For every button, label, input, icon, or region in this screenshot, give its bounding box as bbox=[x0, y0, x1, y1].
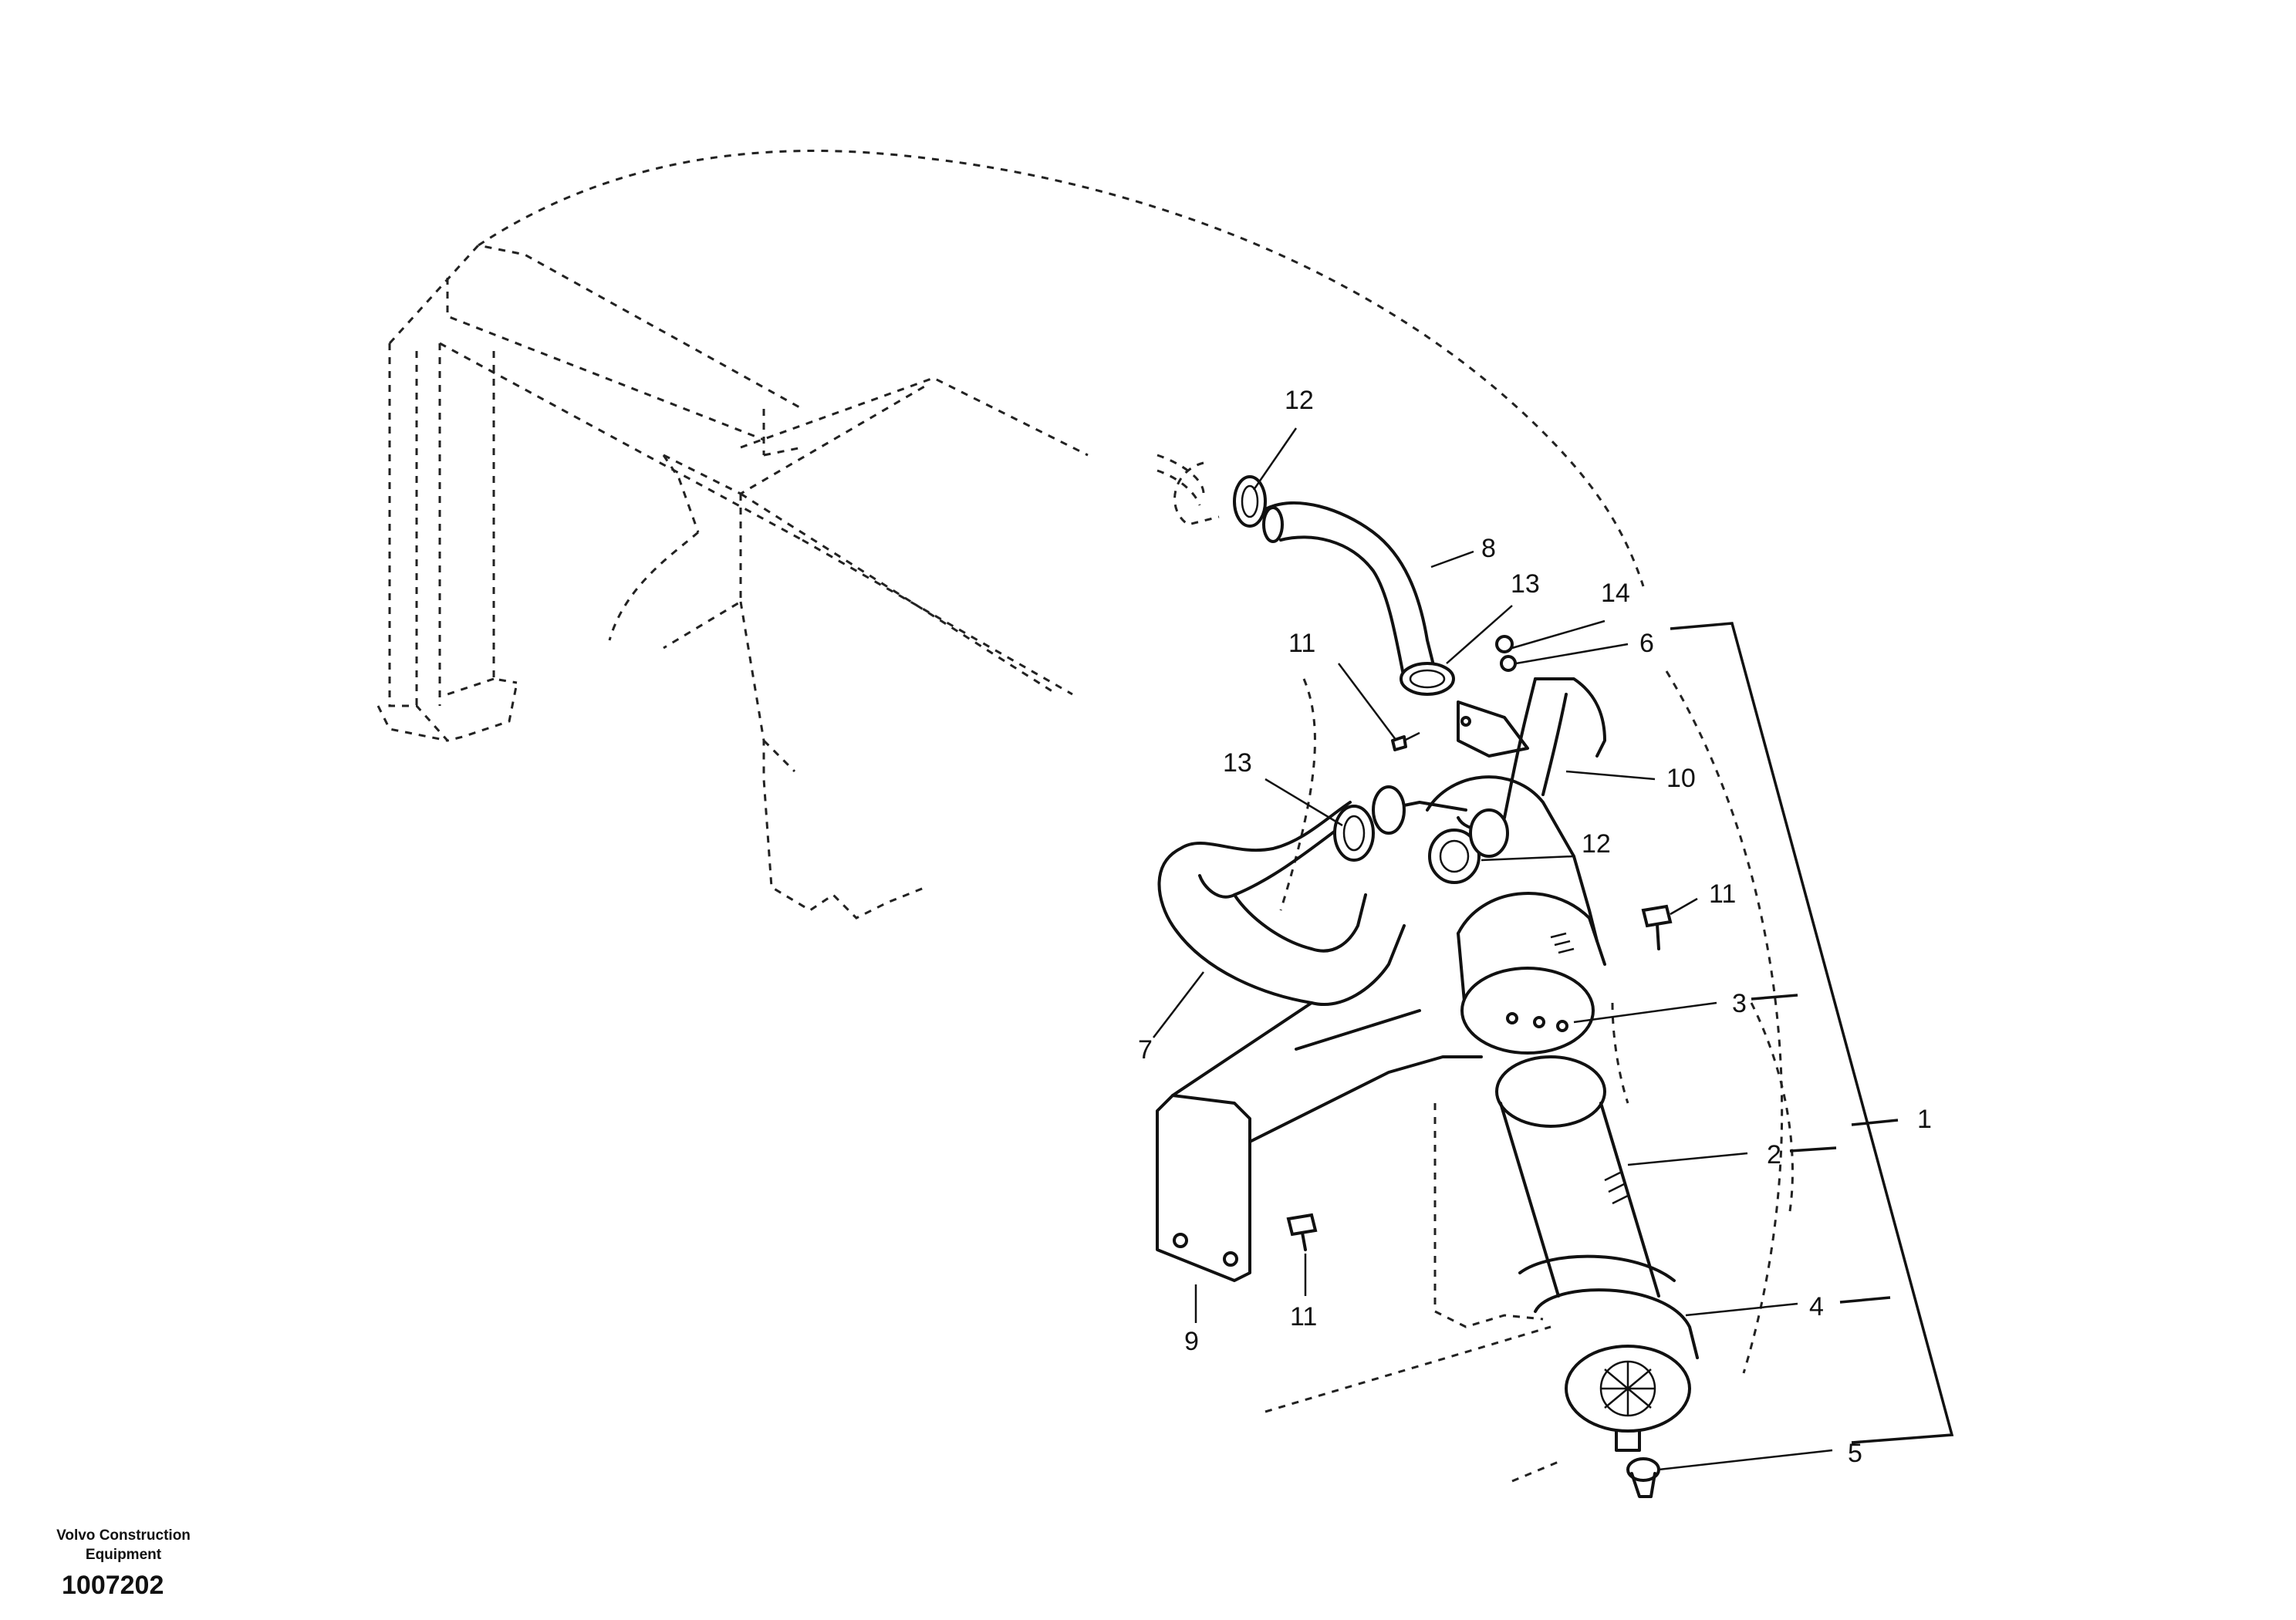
machine-outline-dashed bbox=[376, 150, 1794, 1483]
callout-9: 9 bbox=[1184, 1327, 1199, 1356]
leader-lines bbox=[1153, 427, 1833, 1471]
assembly-bracket-1 bbox=[1670, 622, 1954, 1444]
reference-number: 1007202 bbox=[62, 1571, 164, 1600]
mounting-bracket-9 bbox=[1156, 1001, 1483, 1282]
clamp-13-upper bbox=[1400, 662, 1455, 696]
callout-6: 6 bbox=[1639, 629, 1654, 658]
callout-11-lower: 11 bbox=[1290, 1302, 1317, 1331]
filter-housing bbox=[1372, 775, 1606, 1055]
bolt-11-right bbox=[1641, 904, 1673, 950]
plug-5 bbox=[1626, 1457, 1660, 1498]
filter-cartridge bbox=[1495, 1055, 1699, 1452]
callout-13-upper: 13 bbox=[1511, 569, 1540, 599]
brand-line-2: Equipment bbox=[85, 1547, 162, 1563]
valve-bracket-6 bbox=[1457, 635, 1529, 758]
callout-labels: 1 2 3 4 5 6 7 8 9 10 11 11 11 12 12 13 1… bbox=[1138, 386, 1932, 1468]
callout-3: 3 bbox=[1732, 989, 1747, 1018]
callout-4: 4 bbox=[1809, 1292, 1824, 1321]
callout-1: 1 bbox=[1917, 1105, 1932, 1134]
hose-8 bbox=[1262, 501, 1437, 680]
brand-label: Volvo Construction Equipment bbox=[31, 1526, 216, 1564]
bolt-11-upper bbox=[1391, 731, 1420, 751]
pipe-10 bbox=[1457, 677, 1606, 831]
callout-5: 5 bbox=[1848, 1439, 1862, 1468]
clamp-12-top bbox=[1173, 461, 1267, 528]
clamp-12-lower bbox=[1428, 829, 1481, 884]
callout-8: 8 bbox=[1481, 534, 1496, 563]
callout-11-upper: 11 bbox=[1288, 629, 1315, 658]
brand-line-1: Volvo Construction bbox=[56, 1527, 191, 1544]
callout-10: 10 bbox=[1666, 764, 1696, 793]
callout-12-top: 12 bbox=[1285, 386, 1314, 415]
callout-13-lower: 13 bbox=[1223, 748, 1252, 778]
callout-12-lower: 12 bbox=[1582, 829, 1611, 859]
bolt-11-lower bbox=[1286, 1213, 1318, 1251]
callout-14: 14 bbox=[1601, 579, 1630, 608]
hose-7 bbox=[1157, 801, 1406, 1006]
callout-11-right: 11 bbox=[1709, 879, 1736, 909]
callout-7: 7 bbox=[1138, 1035, 1153, 1065]
callout-2: 2 bbox=[1767, 1140, 1781, 1169]
clamp-13-lower bbox=[1333, 805, 1375, 862]
